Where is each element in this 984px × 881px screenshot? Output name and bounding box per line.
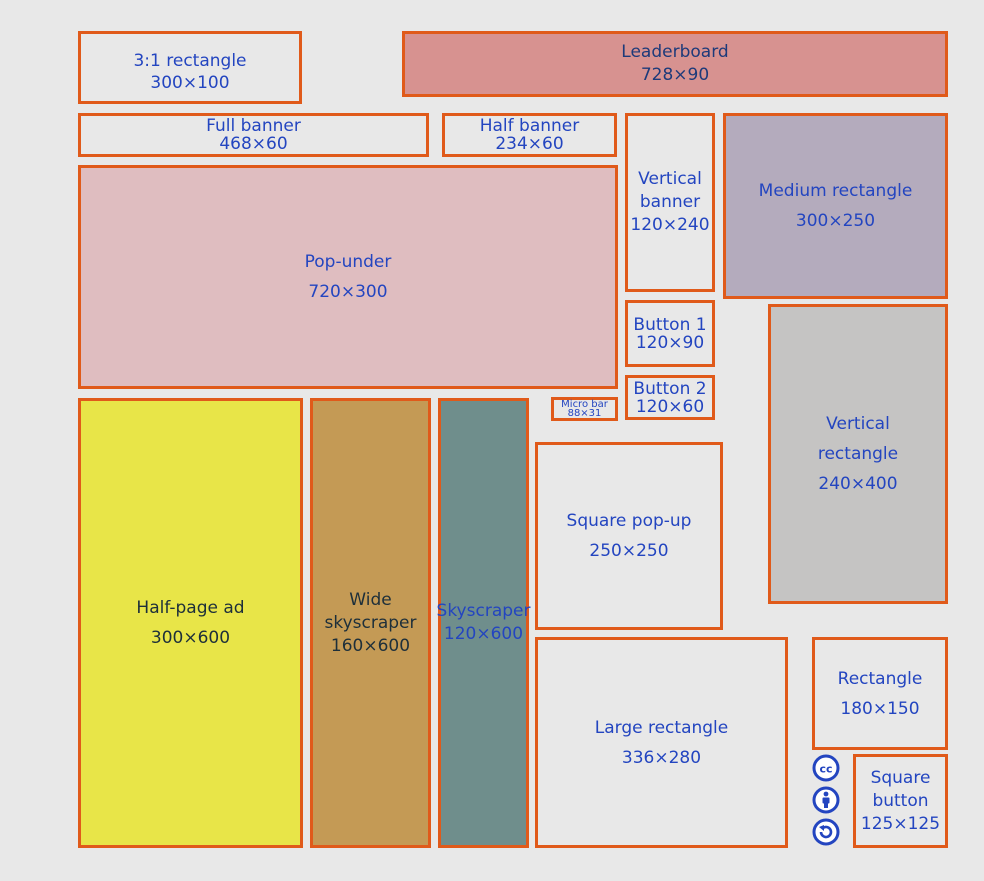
ad-size: 300×100 xyxy=(150,72,230,93)
ad-label: Medium rectangle xyxy=(758,181,913,201)
svg-text:cc: cc xyxy=(819,763,832,776)
ad-label: Leaderboard xyxy=(621,42,729,62)
ad-label: Large rectangle xyxy=(594,717,729,738)
ad-label-line1: Vertical xyxy=(826,414,890,434)
ad-label: Button 2 xyxy=(633,378,707,399)
cc-icon: cc xyxy=(812,754,840,782)
ad-wide-skyscraper: Wide skyscraper 160×600 xyxy=(310,398,431,848)
ad-size: 160×600 xyxy=(330,635,411,656)
ad-label: Half banner xyxy=(479,116,580,136)
ad-size: 125×125 xyxy=(860,813,941,834)
ad-size: 240×400 xyxy=(818,474,898,494)
ad-medium-rectangle: Medium rectangle 300×250 xyxy=(723,113,948,299)
ad-rectangle: Rectangle 180×150 xyxy=(812,637,948,750)
ad-size: 728×90 xyxy=(640,65,710,85)
ad-size: 234×60 xyxy=(495,134,564,154)
ad-label: Full banner xyxy=(206,116,301,136)
ad-square-button: Square button 125×125 xyxy=(853,754,948,848)
ad-size: 120×600 xyxy=(443,624,524,644)
ad-label: Skyscraper xyxy=(436,601,531,621)
ad-size: 120×240 xyxy=(630,215,710,235)
ad-full-banner: Full banner 468×60 xyxy=(78,113,429,157)
ad-label: Square pop-up xyxy=(566,511,692,531)
ad-micro-bar: Micro bar 88×31 xyxy=(551,397,618,421)
ad-leaderboard: Leaderboard 728×90 xyxy=(402,31,948,97)
ad-label: Half-page ad xyxy=(136,598,245,618)
ad-3-1-rectangle: 3:1 rectangle 300×100 xyxy=(78,31,302,104)
attribution-icon xyxy=(812,786,840,814)
ad-half-page: Half-page ad 300×600 xyxy=(78,398,303,848)
ad-size: 300×600 xyxy=(150,628,231,648)
ad-button-2: Button 2 120×60 xyxy=(625,375,715,420)
ad-label-line1: Wide xyxy=(349,589,392,610)
ad-square-popup: Square pop-up 250×250 xyxy=(535,442,723,630)
ad-label-line2: banner xyxy=(639,192,701,212)
ad-size: 250×250 xyxy=(589,541,669,561)
share-alike-icon xyxy=(812,818,840,846)
ad-label-line2: rectangle xyxy=(817,444,899,464)
ad-size: 336×280 xyxy=(621,747,702,768)
ad-label: Button 1 xyxy=(633,314,707,335)
ad-size: 88×31 xyxy=(567,408,602,419)
ad-size: 180×150 xyxy=(840,698,920,719)
ad-size: 468×60 xyxy=(219,134,288,154)
ad-label-line2: button xyxy=(872,790,929,811)
ad-label: Pop-under xyxy=(304,252,392,272)
ad-size: 120×90 xyxy=(635,332,705,353)
ad-label: Micro bar xyxy=(561,399,608,410)
ad-label: 3:1 rectangle xyxy=(133,50,247,71)
ad-label: Rectangle xyxy=(837,668,923,689)
ad-size: 720×300 xyxy=(308,282,388,302)
ad-label-line1: Square xyxy=(870,767,931,788)
ad-size: 120×60 xyxy=(635,396,705,417)
ad-vertical-rectangle: Vertical rectangle 240×400 xyxy=(768,304,948,604)
license-icons: cc xyxy=(812,754,844,848)
ad-label-line2: skyscraper xyxy=(324,612,417,633)
ad-button-1: Button 1 120×90 xyxy=(625,300,715,367)
ad-size: 300×250 xyxy=(795,211,876,231)
ad-half-banner: Half banner 234×60 xyxy=(442,113,617,157)
ad-vertical-banner: Vertical banner 120×240 xyxy=(625,113,715,292)
ad-pop-under: Pop-under 720×300 xyxy=(78,165,618,389)
ad-skyscraper: Skyscraper 120×600 xyxy=(436,398,531,848)
ad-large-rectangle: Large rectangle 336×280 xyxy=(535,637,788,848)
ad-label-line1: Vertical xyxy=(638,169,702,189)
